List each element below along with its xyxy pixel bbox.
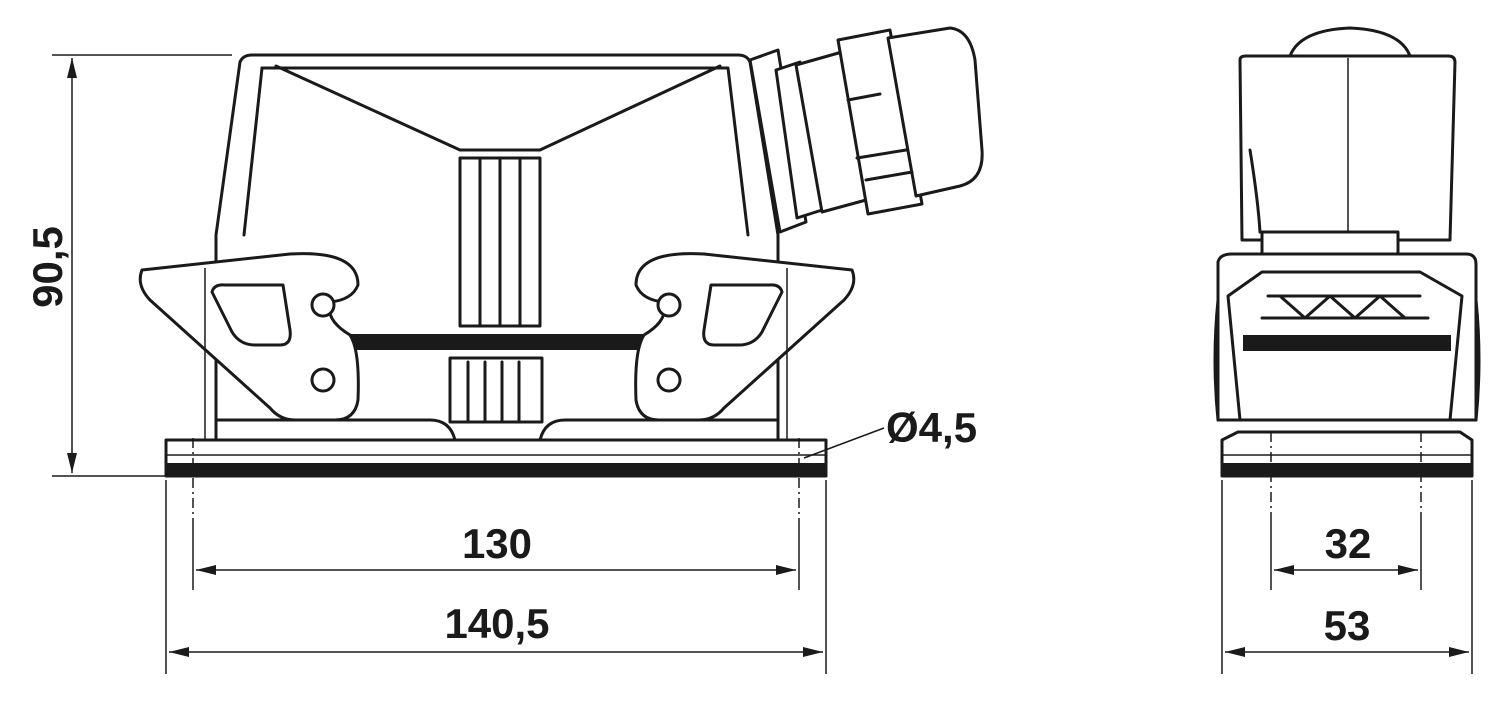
dimension-side-hole-spacing: 32	[1270, 520, 1422, 590]
locking-lever-left	[138, 252, 360, 440]
gland-dome	[1288, 26, 1412, 58]
base-flange	[164, 438, 828, 478]
cable-gland	[748, 26, 984, 234]
dimension-total-width: 140,5	[165, 480, 827, 674]
dimension-total-width-label: 140,5	[444, 600, 549, 647]
locking-lever-right	[634, 252, 856, 440]
side-view	[1213, 26, 1481, 520]
front-view	[138, 26, 984, 520]
dimension-hole-diameter-label: Ø4,5	[886, 404, 977, 451]
dimension-hole-diameter: Ø4,5	[803, 404, 977, 459]
dimension-side-width-label: 53	[1324, 602, 1371, 649]
dimension-hole-spacing: 130	[192, 520, 800, 590]
housing-body	[214, 53, 780, 442]
dimension-height: 90,5	[24, 54, 232, 477]
dimension-side-hole-spacing-label: 32	[1325, 520, 1372, 567]
dimension-height-label: 90,5	[24, 226, 71, 308]
dimension-side-width: 53	[1221, 480, 1473, 674]
dimension-hole-spacing-label: 130	[462, 520, 532, 567]
